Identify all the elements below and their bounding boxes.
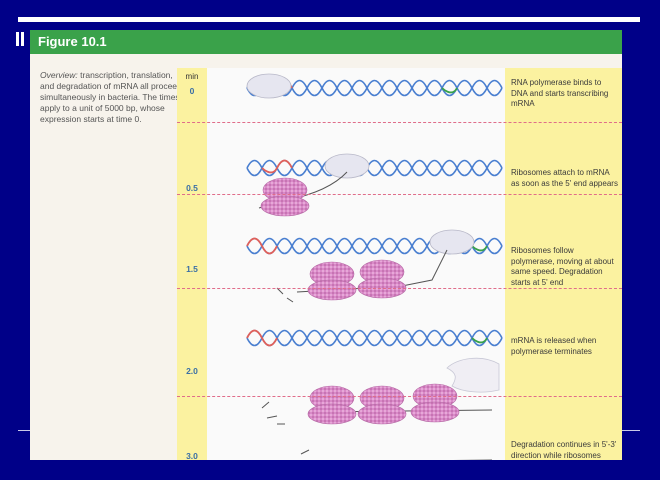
note-row-1: RNA polymerase binds to DNA and starts t… [511,78,609,108]
released-polymerase [446,357,500,393]
ribosome-row-2 [260,177,310,217]
ribosome-row-4c [410,383,460,423]
dna-strand-row-4 [246,329,503,347]
slide-bullet-mark [16,32,26,48]
time-label-row-2: 0.5 [186,183,198,193]
row-divider-2 [177,194,622,195]
figure-panel: Figure 10.1 Overview: transcription, tra… [30,30,622,460]
time-column: min 0 0.5 1.5 2.0 3.0 [177,68,208,460]
rna-polymerase-row-3 [429,229,475,255]
note-row-4: mRNA is released when polymerase termina… [511,336,597,356]
ribosome-row-4a [307,385,357,425]
time-label-row-1: 0 [189,86,195,96]
time-column-header: min [185,72,199,81]
caption-lead: Overview: [40,70,78,80]
note-row-2: Ribosomes attach to mRNA as soon as the … [511,168,618,188]
time-label-row-3: 1.5 [186,264,198,274]
degraded-fragments-row-4 [261,401,285,425]
rna-polymerase-row-1 [246,73,292,99]
ribosome-row-3a [307,261,357,301]
time-label-row-4: 2.0 [186,366,198,376]
row-divider-4 [177,396,622,397]
note-row-3: Ribosomes follow polymerase, moving at a… [511,246,614,287]
figure-title: Figure 10.1 [38,34,107,49]
ribosome-row-3b [357,259,407,299]
caption-text: transcription, translation, and degradat… [40,70,182,124]
note-row-5: Degradation continues in 5'-3' direction… [511,440,617,460]
diagram-area [207,68,505,460]
transcription-diagram [246,73,503,460]
figure-header-bar: Figure 10.1 [30,30,622,54]
notes-column: RNA polymerase binds to DNA and starts t… [505,68,622,460]
ribosome-row-4b [357,385,407,425]
row-divider-3 [177,288,622,289]
degraded-fragments-row-3 [276,287,294,303]
rna-polymerase-row-2 [324,153,370,179]
figure-caption: Overview: transcription, translation, an… [40,70,182,125]
time-label-row-5: 3.0 [186,451,198,460]
slide-top-rule [18,17,640,22]
degraded-fragments-row-5 [300,449,310,455]
dna-strand-row-2 [246,159,503,177]
row-divider-1 [177,122,622,123]
